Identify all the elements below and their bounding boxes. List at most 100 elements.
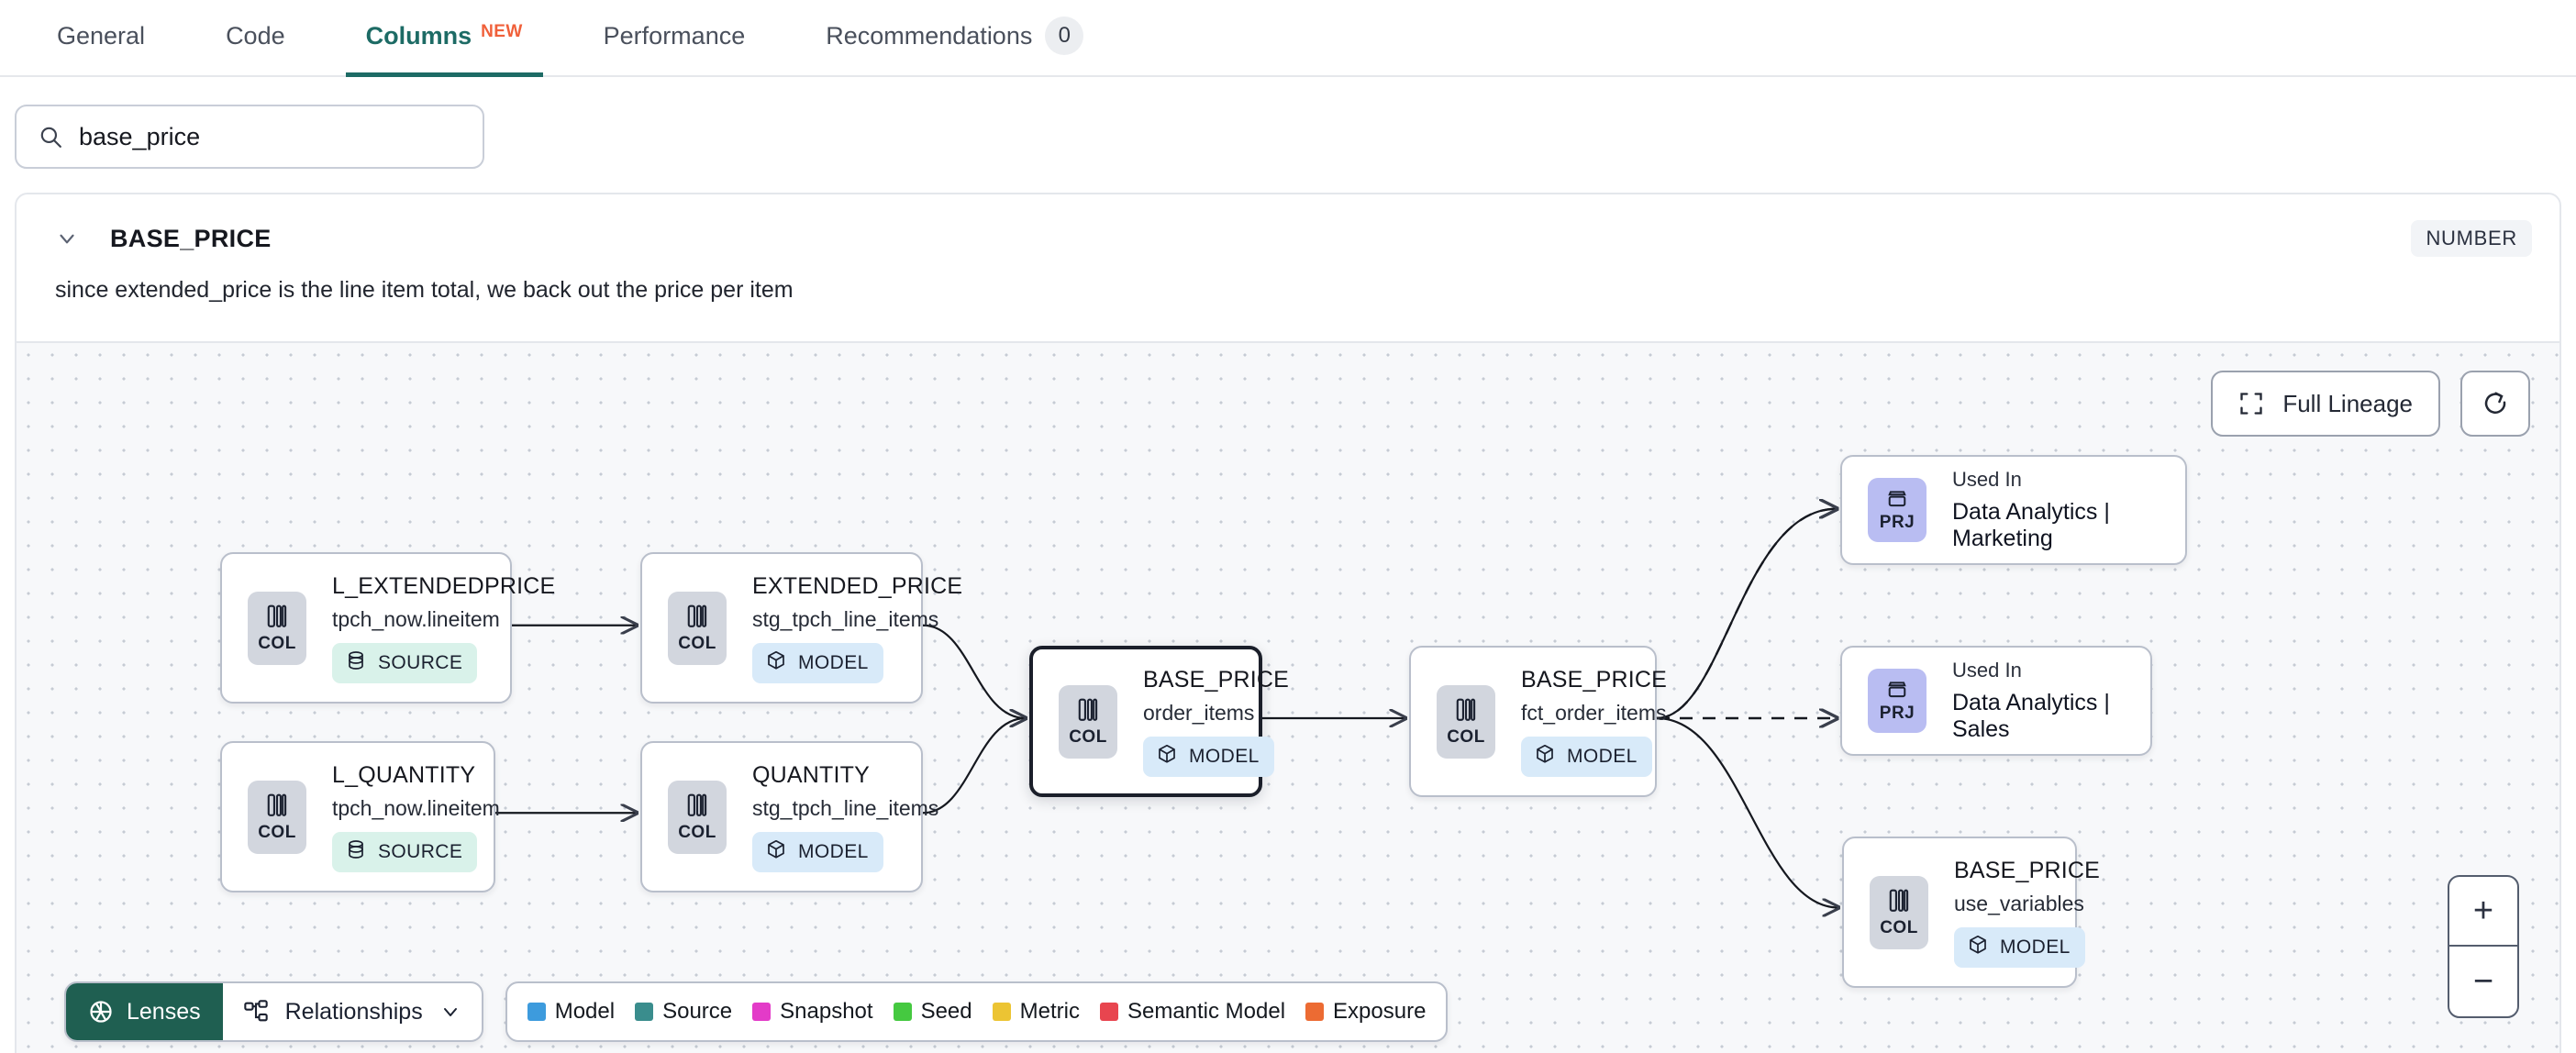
node-name: BASE_PRICE xyxy=(1521,666,1668,693)
full-lineage-button[interactable]: Full Lineage xyxy=(2211,371,2440,437)
expand-icon xyxy=(2238,391,2264,416)
legend-item-seed[interactable]: Seed xyxy=(893,999,972,1025)
project-node-body: Used In Data Analytics | Marketing xyxy=(1926,468,2185,552)
tab-label: Code xyxy=(226,22,285,50)
legend-item-semantic-model[interactable]: Semantic Model xyxy=(1099,999,1286,1025)
tab-general[interactable]: General xyxy=(57,0,145,75)
legend-swatch xyxy=(1099,1003,1118,1021)
node-name: BASE_PRICE xyxy=(1954,857,2101,883)
relationships-icon xyxy=(243,999,269,1025)
aperture-icon xyxy=(88,999,114,1025)
lineage-canvas[interactable]: COL L_EXTENDEDPRICE tpch_now.lineitem SOUR… xyxy=(17,341,2559,1053)
node-name: L_EXTENDEDPRICE xyxy=(332,572,556,599)
legend-label: Semantic Model xyxy=(1127,999,1286,1024)
legend-label: Metric xyxy=(1019,999,1080,1024)
node-subtitle: tpch_now.lineitem xyxy=(332,606,500,631)
project-icon: PRJ xyxy=(1868,478,1926,542)
legend-label: Source xyxy=(662,999,733,1024)
node-tag-model: MODEL xyxy=(1521,736,1652,777)
used-in-label: Used In xyxy=(1952,468,2022,491)
zoom-out-button[interactable]: − xyxy=(2472,961,2494,1001)
legend-label: Snapshot xyxy=(780,999,873,1024)
column-icon: COL xyxy=(1437,684,1495,759)
tab-label: General xyxy=(57,22,146,50)
node-tag-label: MODEL xyxy=(1189,745,1260,767)
tab-new-badge: NEW xyxy=(481,22,523,41)
legend-swatch xyxy=(752,1003,772,1021)
model-icon xyxy=(1967,934,1989,961)
zoom-controls: + − xyxy=(2448,875,2519,1018)
tab-performance[interactable]: Performance xyxy=(604,0,746,75)
refresh-icon xyxy=(2482,390,2509,417)
tab-label: Recommendations xyxy=(826,22,1033,50)
node-tag-label: MODEL xyxy=(798,651,869,673)
legend-swatch xyxy=(893,1003,912,1021)
project-icon: PRJ xyxy=(1868,669,1926,733)
column-panel: BASE_PRICE NUMBER since extended_price i… xyxy=(15,193,2561,1053)
node-name: QUANTITY xyxy=(752,761,870,788)
legend-item-snapshot[interactable]: Snapshot xyxy=(752,999,873,1025)
search-input[interactable] xyxy=(79,122,461,151)
node-tag-label: MODEL xyxy=(798,840,869,862)
node-subtitle: stg_tpch_line_items xyxy=(752,795,939,820)
full-lineage-label: Full Lineage xyxy=(2282,389,2413,417)
node-subtitle: order_items xyxy=(1143,700,1255,725)
lineage-project-node-prj_marketing[interactable]: PRJ Used In Data Analytics | Marketing xyxy=(1840,455,2187,565)
legend-label: Seed xyxy=(920,999,972,1024)
chevron-down-icon[interactable] xyxy=(55,227,79,250)
node-tag-model: MODEL xyxy=(752,831,883,872)
legend-label: Model xyxy=(554,999,616,1024)
relationships-label: Relationships xyxy=(284,998,423,1025)
refresh-button[interactable] xyxy=(2460,371,2530,437)
relationships-dropdown[interactable]: Relationships xyxy=(223,983,482,1040)
model-icon xyxy=(765,649,787,677)
legend-item-exposure[interactable]: Exposure xyxy=(1305,999,1426,1025)
node-body: QUANTITY stg_tpch_line_items MODEL xyxy=(727,762,938,872)
tab-label: Performance xyxy=(603,22,746,50)
column-icon: COL xyxy=(1059,684,1117,759)
search-box[interactable] xyxy=(15,105,484,169)
lineage-top-controls: Full Lineage xyxy=(2211,371,2530,437)
project-name: Data Analytics | Marketing xyxy=(1952,499,2110,551)
node-subtitle: fct_order_items xyxy=(1521,700,1667,725)
zoom-in-button[interactable]: + xyxy=(2449,877,2517,947)
page-title: BASE_PRICE xyxy=(110,224,272,252)
column-header: BASE_PRICE NUMBER xyxy=(17,194,2559,257)
node-tag-model: MODEL xyxy=(1954,926,2085,968)
legend-item-source[interactable]: Source xyxy=(635,999,732,1025)
node-tag-label: SOURCE xyxy=(378,840,463,862)
node-subtitle: stg_tpch_line_items xyxy=(752,606,939,631)
lineage-bottom-toolbar: Lenses Relationships xyxy=(64,981,1449,1042)
column-description: since extended_price is the line item to… xyxy=(55,277,794,303)
legend-item-model[interactable]: Model xyxy=(527,999,615,1025)
legend-item-metric[interactable]: Metric xyxy=(992,999,1080,1025)
lenses-button[interactable]: Lenses xyxy=(66,983,223,1040)
model-icon xyxy=(765,838,787,866)
column-icon: COL xyxy=(668,591,727,665)
lineage-node-base_price_fct[interactable]: COL BASE_PRICE fct_order_items MODEL xyxy=(1409,646,1667,797)
node-tag-model: MODEL xyxy=(752,642,883,683)
legend-swatch xyxy=(992,1003,1011,1021)
node-name: L_QUANTITY xyxy=(332,761,476,788)
legend-swatch xyxy=(635,1003,654,1021)
status-badge: NUMBER xyxy=(2411,220,2532,257)
tab-code[interactable]: Code xyxy=(226,0,285,75)
node-tag-label: MODEL xyxy=(2000,936,2071,958)
column-icon: COL xyxy=(248,780,306,854)
legend-swatch xyxy=(527,1003,546,1021)
